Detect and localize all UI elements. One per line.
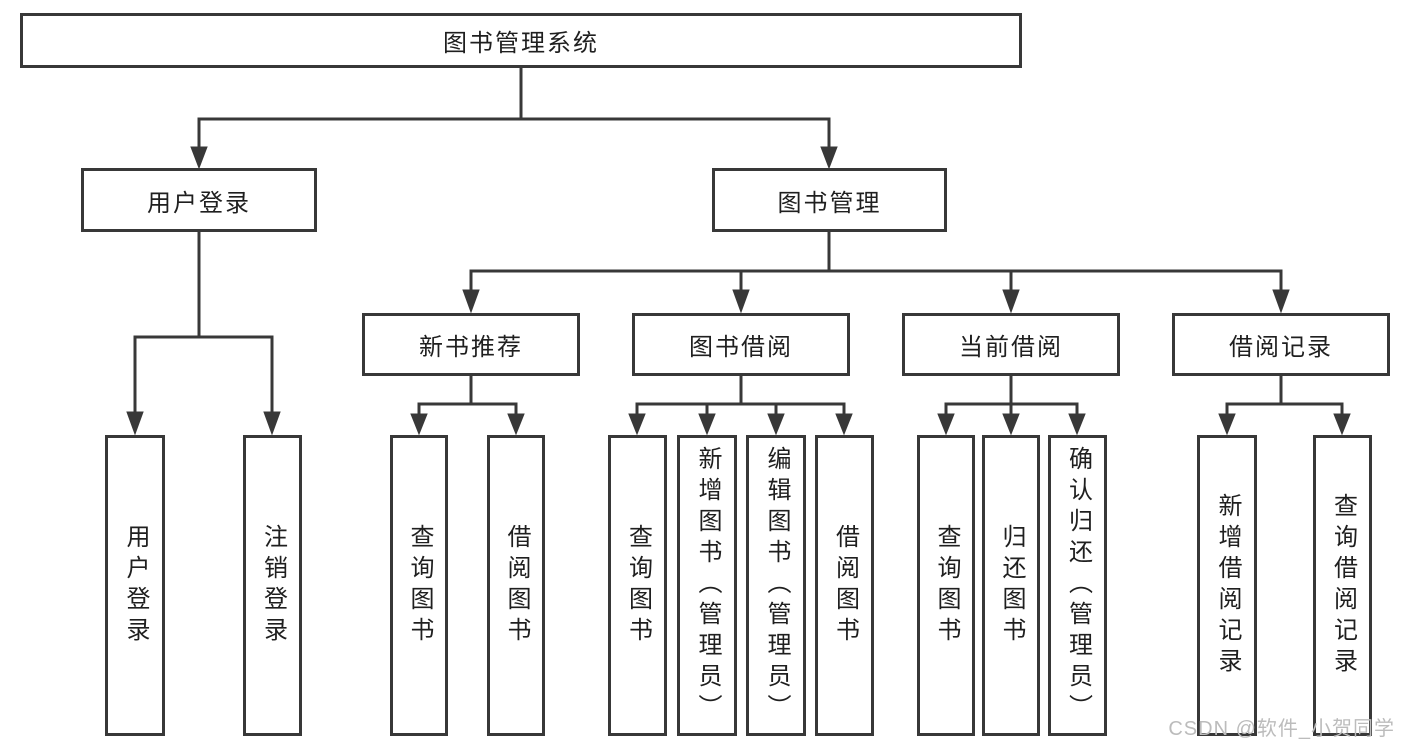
leaf-newbook-borrow-label: 借阅图书	[503, 523, 530, 648]
leaf-return-book-label: 归还图书	[998, 523, 1025, 648]
leaf-logout-label: 注销登录	[259, 523, 287, 648]
node-current-borrow: 当前借阅	[902, 313, 1120, 376]
leaf-borrow-add-admin: 新增图书（管理员）	[677, 435, 737, 736]
node-new-book-rec-label: 新书推荐	[419, 334, 523, 361]
node-book-mgmt-label: 图书管理	[777, 189, 882, 217]
leaf-user-login: 用户登录	[105, 435, 165, 736]
node-current-borrow-label: 当前借阅	[959, 334, 1063, 361]
connector-user-login-children	[126, 232, 281, 436]
leaf-confirm-return-admin-label: 确认归还（管理员）	[1064, 446, 1092, 725]
node-user-login-label: 用户登录	[147, 189, 251, 217]
node-book-mgmt: 图书管理	[712, 168, 947, 232]
watermark: CSDN @软件_小贺同学	[1168, 718, 1395, 740]
leaf-current-query: 查询图书	[917, 435, 975, 736]
leaf-return-book: 归还图书	[982, 435, 1040, 736]
leaf-newbook-query: 查询图书	[390, 435, 448, 736]
connector-book-mgmt-children	[462, 232, 1290, 314]
leaf-newbook-query-label: 查询图书	[406, 523, 433, 648]
leaf-borrow-book: 借阅图书	[815, 435, 874, 736]
leaf-borrow-add-admin-label: 新增图书（管理员）	[694, 446, 721, 725]
node-root-label: 图书管理系统	[443, 30, 599, 57]
leaf-add-record-label: 新增借阅记录	[1214, 492, 1241, 679]
leaf-borrow-edit-admin-label: 编辑图书（管理员）	[763, 446, 790, 725]
leaf-confirm-return-admin: 确认归还（管理员）	[1048, 435, 1107, 736]
node-new-book-rec: 新书推荐	[362, 313, 580, 376]
leaf-borrow-book-label: 借阅图书	[831, 523, 859, 648]
leaf-newbook-borrow: 借阅图书	[487, 435, 545, 736]
leaf-query-record: 查询借阅记录	[1313, 435, 1372, 736]
connector-current-borrow-children	[937, 376, 1086, 436]
leaf-query-record-label: 查询借阅记录	[1329, 492, 1357, 679]
connector-borrow-records-children	[1218, 376, 1351, 436]
leaf-user-login-label: 用户登录	[122, 523, 149, 648]
node-borrow-records: 借阅记录	[1172, 313, 1390, 376]
node-user-login: 用户登录	[81, 168, 317, 232]
leaf-borrow-query-label: 查询图书	[624, 523, 652, 648]
node-borrow-records-label: 借阅记录	[1229, 334, 1333, 361]
connector-book-borrow-children	[628, 376, 853, 436]
node-book-borrow: 图书借阅	[632, 313, 850, 376]
node-book-borrow-label: 图书借阅	[689, 334, 793, 361]
connector-root-to-level2	[190, 68, 838, 170]
connector-new-book-children	[410, 376, 525, 436]
leaf-add-record: 新增借阅记录	[1197, 435, 1257, 736]
leaf-current-query-label: 查询图书	[933, 523, 960, 648]
leaf-borrow-edit-admin: 编辑图书（管理员）	[746, 435, 806, 736]
leaf-logout: 注销登录	[243, 435, 302, 736]
node-root: 图书管理系统	[20, 13, 1022, 68]
leaf-borrow-query: 查询图书	[608, 435, 667, 736]
